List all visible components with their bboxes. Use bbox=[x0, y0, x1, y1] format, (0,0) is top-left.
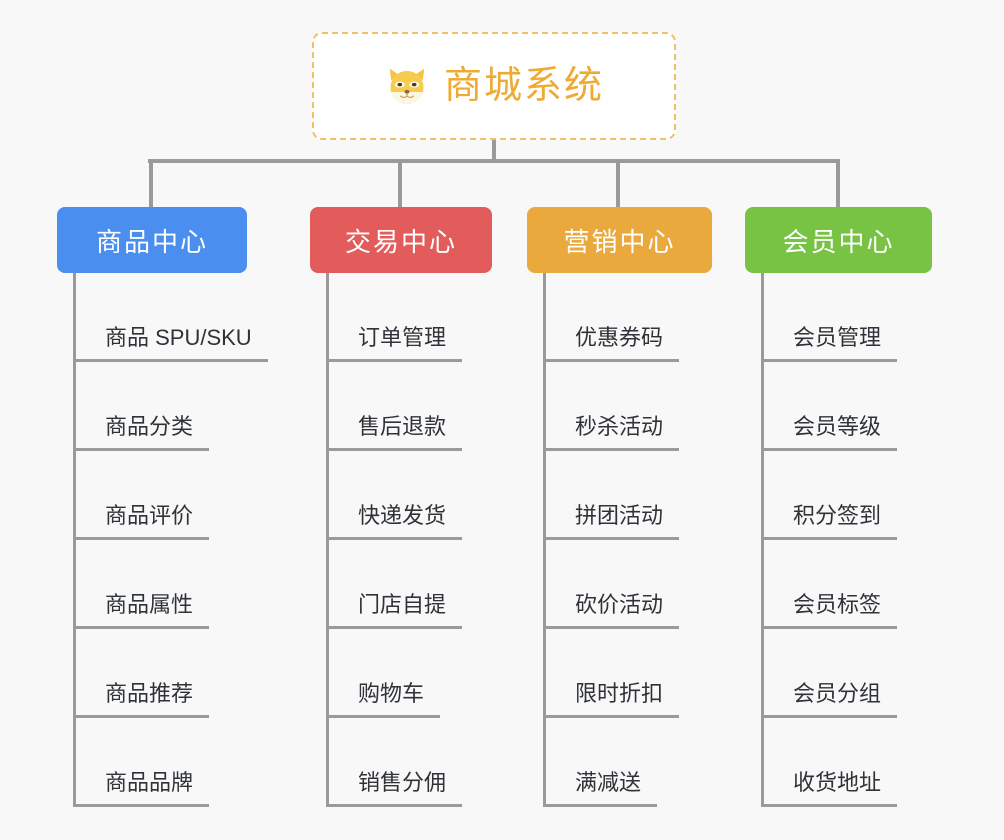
category-column-2: 营销中心 优惠券码 秒杀活动 拼团活动 砍价活动 限时折扣 满减送 bbox=[527, 159, 712, 807]
leaf-trunk-3 bbox=[761, 273, 764, 807]
list-item[interactable]: 拼团活动 bbox=[527, 451, 712, 540]
leaf-label: 快递发货 bbox=[328, 503, 463, 540]
leaf-list-1: 订单管理 售后退款 快递发货 门店自提 购物车 销售分佣 bbox=[310, 273, 492, 807]
list-item[interactable]: 销售分佣 bbox=[310, 718, 492, 807]
leaf-label: 商品分类 bbox=[75, 414, 210, 451]
list-item[interactable]: 优惠券码 bbox=[527, 273, 712, 362]
list-item[interactable]: 积分签到 bbox=[745, 451, 932, 540]
leaf-label: 商品推荐 bbox=[75, 681, 210, 718]
list-item[interactable]: 会员等级 bbox=[745, 362, 932, 451]
leaf-label: 商品 SPU/SKU bbox=[75, 325, 268, 362]
horizontal-bus-connector bbox=[148, 159, 840, 163]
list-item[interactable]: 限时折扣 bbox=[527, 629, 712, 718]
list-item[interactable]: 会员分组 bbox=[745, 629, 932, 718]
leaf-label: 限时折扣 bbox=[545, 681, 680, 718]
category-drop-connector-0 bbox=[149, 159, 153, 207]
category-drop-connector-3 bbox=[836, 159, 840, 207]
list-item[interactable]: 购物车 bbox=[310, 629, 492, 718]
leaf-label: 商品评价 bbox=[75, 503, 210, 540]
leaf-trunk-2 bbox=[543, 273, 546, 807]
leaf-label: 会员等级 bbox=[763, 414, 898, 451]
leaf-label: 门店自提 bbox=[328, 592, 463, 629]
category-label-1: 交易中心 bbox=[344, 226, 457, 257]
list-item[interactable]: 售后退款 bbox=[310, 362, 492, 451]
leaf-list-2: 优惠券码 秒杀活动 拼团活动 砍价活动 限时折扣 满减送 bbox=[527, 273, 712, 807]
category-box-0[interactable]: 商品中心 bbox=[57, 207, 247, 273]
leaf-label: 购物车 bbox=[328, 681, 441, 718]
leaf-label: 满减送 bbox=[545, 770, 658, 807]
list-item[interactable]: 满减送 bbox=[527, 718, 712, 807]
leaf-label: 会员管理 bbox=[763, 325, 898, 362]
category-column-1: 交易中心 订单管理 售后退款 快递发货 门店自提 购物车 销售分佣 bbox=[310, 159, 492, 807]
list-item[interactable]: 快递发货 bbox=[310, 451, 492, 540]
category-box-1[interactable]: 交易中心 bbox=[310, 207, 492, 273]
leaf-list-0: 商品 SPU/SKU 商品分类 商品评价 商品属性 商品推荐 商品品牌 bbox=[57, 273, 268, 807]
list-item[interactable]: 商品属性 bbox=[57, 540, 247, 629]
list-item[interactable]: 商品评价 bbox=[57, 451, 247, 540]
list-item[interactable]: 订单管理 bbox=[310, 273, 492, 362]
root-stem-connector bbox=[492, 140, 496, 163]
leaf-label: 商品属性 bbox=[75, 592, 210, 629]
list-item[interactable]: 收货地址 bbox=[745, 718, 932, 807]
list-item[interactable]: 商品品牌 bbox=[57, 718, 247, 807]
root-node[interactable]: 商城系统 bbox=[312, 32, 676, 140]
leaf-list-3: 会员管理 会员等级 积分签到 会员标签 会员分组 收货地址 bbox=[745, 273, 932, 807]
category-box-2[interactable]: 营销中心 bbox=[527, 207, 712, 273]
list-item[interactable]: 会员管理 bbox=[745, 273, 932, 362]
category-box-3[interactable]: 会员中心 bbox=[745, 207, 932, 273]
leaf-label: 优惠券码 bbox=[545, 325, 680, 362]
list-item[interactable]: 门店自提 bbox=[310, 540, 492, 629]
leaf-label: 拼团活动 bbox=[545, 503, 680, 540]
category-label-3: 会员中心 bbox=[782, 226, 895, 257]
leaf-label: 会员分组 bbox=[763, 681, 898, 718]
root-title: 商城系统 bbox=[443, 65, 604, 107]
leaf-trunk-1 bbox=[326, 273, 329, 807]
list-item[interactable]: 会员标签 bbox=[745, 540, 932, 629]
leaf-label: 订单管理 bbox=[328, 325, 463, 362]
leaf-label: 秒杀活动 bbox=[545, 414, 680, 451]
leaf-label: 积分签到 bbox=[763, 503, 898, 540]
leaf-label: 收货地址 bbox=[763, 770, 898, 807]
list-item[interactable]: 砍价活动 bbox=[527, 540, 712, 629]
leaf-trunk-0 bbox=[73, 273, 76, 807]
leaf-label: 会员标签 bbox=[763, 592, 898, 629]
leaf-label: 砍价活动 bbox=[545, 592, 680, 629]
list-item[interactable]: 商品 SPU/SKU bbox=[57, 273, 268, 362]
leaf-label: 销售分佣 bbox=[328, 770, 463, 807]
category-column-0: 商品中心 商品 SPU/SKU 商品分类 商品评价 商品属性 商品推荐 商品品牌 bbox=[57, 159, 268, 807]
leaf-label: 售后退款 bbox=[328, 414, 463, 451]
category-drop-connector-1 bbox=[398, 159, 402, 207]
category-label-2: 营销中心 bbox=[563, 226, 676, 257]
list-item[interactable]: 秒杀活动 bbox=[527, 362, 712, 451]
list-item[interactable]: 商品推荐 bbox=[57, 629, 247, 718]
category-column-3: 会员中心 会员管理 会员等级 积分签到 会员标签 会员分组 收货地址 bbox=[745, 159, 932, 807]
list-item[interactable]: 商品分类 bbox=[57, 362, 247, 451]
category-drop-connector-2 bbox=[616, 159, 620, 207]
leaf-label: 商品品牌 bbox=[75, 770, 210, 807]
shiba-dog-face-icon bbox=[389, 68, 425, 104]
category-label-0: 商品中心 bbox=[95, 226, 208, 257]
